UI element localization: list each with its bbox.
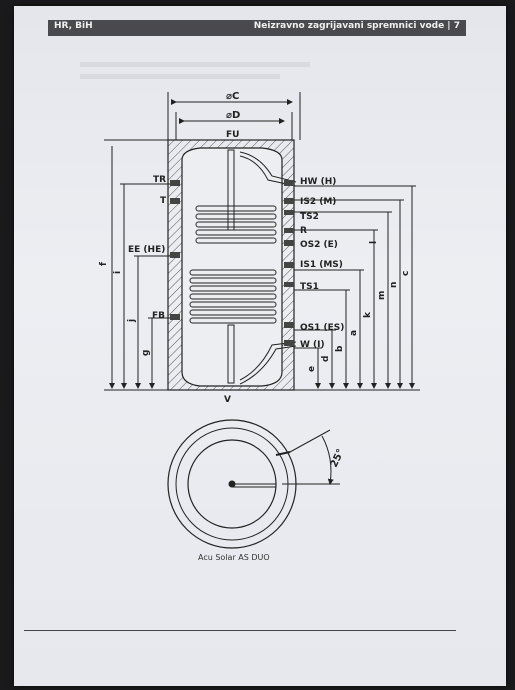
label-top-connection: FU — [226, 130, 239, 140]
top-dimensions — [167, 92, 301, 140]
dim-j: j — [127, 319, 137, 323]
upper-coil — [195, 205, 277, 244]
angle-label: 25° — [329, 447, 347, 469]
label-ts1: TS1 — [300, 282, 319, 292]
dim-b: b — [335, 345, 345, 352]
dim-f: f — [99, 262, 109, 266]
diagram-caption: Acu Solar AS DUO — [198, 553, 270, 562]
right-dimensions — [294, 185, 420, 391]
tank-pipes — [227, 149, 297, 385]
label-outer-diameter: ⌀C — [226, 91, 239, 102]
label-bottom-connection: V — [224, 395, 231, 405]
dim-e: e — [307, 366, 317, 372]
show-through-lines — [80, 62, 310, 79]
dim-g: g — [141, 350, 151, 356]
label-r: R — [300, 226, 307, 236]
label-is2: IS2 (M) — [300, 197, 336, 207]
dim-i: i — [113, 271, 123, 274]
label-os2: OS2 (E) — [300, 240, 338, 250]
label-is1: IS1 (MS) — [300, 260, 343, 270]
label-w: W (I) — [300, 340, 325, 350]
label-ts2: TS2 — [300, 212, 319, 222]
tank-insulation — [167, 139, 295, 391]
header-region: HR, BiH — [54, 21, 93, 31]
bottom-rule — [24, 630, 456, 631]
dim-n: n — [389, 282, 399, 288]
connection-stubs — [170, 180, 294, 346]
dim-a: a — [349, 330, 359, 336]
label-hw: HW (H) — [300, 177, 336, 187]
header-title: Neizravno zagrijavani spremnici vode | 7 — [253, 21, 460, 31]
left-dimensions — [104, 139, 170, 391]
dim-k: k — [363, 311, 373, 318]
dim-m: m — [377, 291, 387, 300]
dim-d: d — [321, 356, 331, 362]
label-tr: TR — [153, 175, 166, 185]
lower-coil — [189, 269, 277, 324]
label-fb: FB — [152, 311, 165, 321]
page-header: HR, BiH Neizravno zagrijavani spremnici … — [48, 20, 466, 36]
label-inner-diameter: ⌀D — [226, 110, 240, 121]
top-view — [167, 419, 340, 549]
dim-c: c — [401, 271, 411, 276]
label-ee: EE (HE) — [128, 245, 165, 255]
dim-l: l — [369, 241, 379, 244]
label-os1: OS1 (ES) — [300, 323, 344, 333]
label-t: T — [160, 196, 167, 206]
